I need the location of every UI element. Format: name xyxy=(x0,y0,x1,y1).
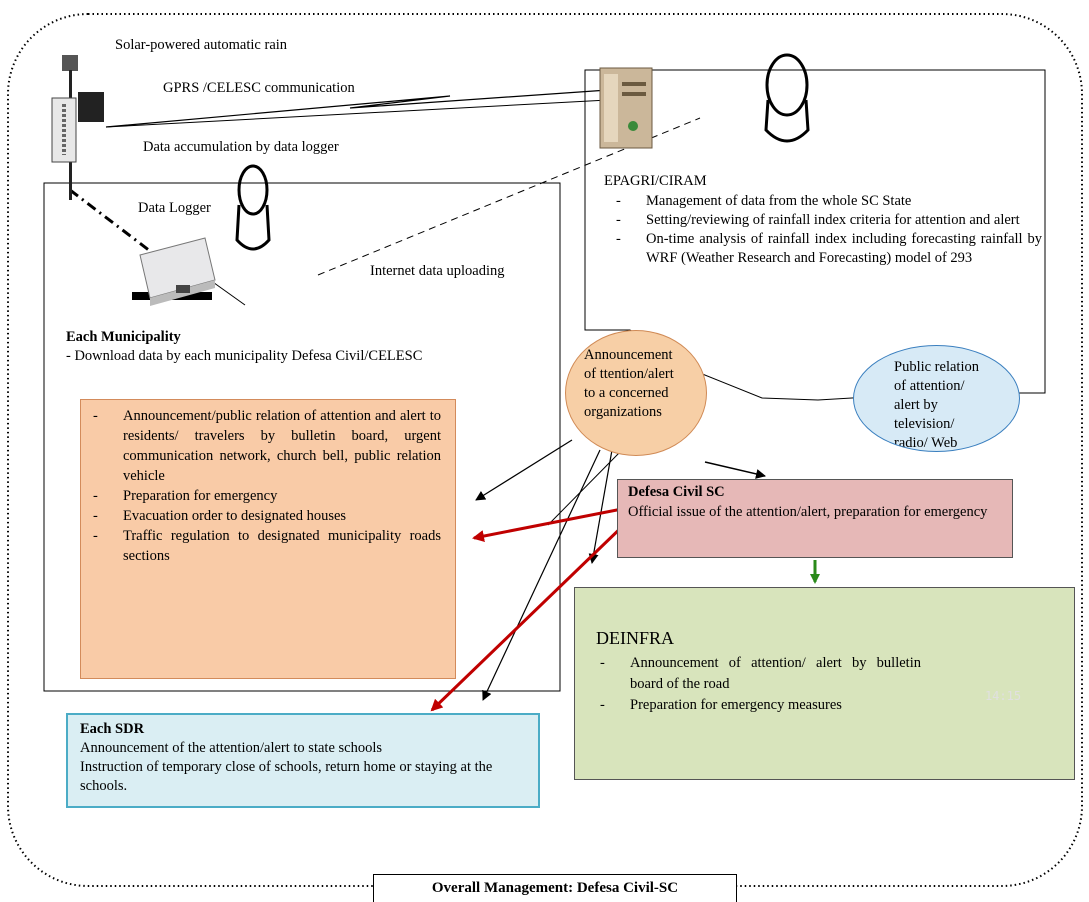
epagri-item: Setting/reviewing of rainfall index crit… xyxy=(612,211,1042,230)
municipality-action-item: Evacuation order to designated houses xyxy=(89,506,441,526)
public-relation-text: Public relation of attention/ alert by t… xyxy=(894,359,979,451)
overall-boundary xyxy=(7,13,1083,887)
municipality-actions-box: Announcement/public relation of attentio… xyxy=(80,399,456,679)
municipality-body: - Download data by each municipality Def… xyxy=(66,348,423,364)
municipality-action-item: Announcement/public relation of attentio… xyxy=(89,406,441,486)
epagri-title: EPAGRI/CIRAM xyxy=(604,173,707,189)
defesa-civil-body: Official issue of the attention/alert, p… xyxy=(628,504,988,520)
logger-connector xyxy=(209,279,246,306)
epagri-item: Management of data from the whole SC Sta… xyxy=(612,192,1042,211)
municipality-action-item: Preparation for emergency xyxy=(89,486,441,506)
person-icon xyxy=(764,53,810,143)
epagri-block: EPAGRI/CIRAM Management of data from the… xyxy=(604,172,1042,268)
announcement-text: Announcement of ttention/alert to a conc… xyxy=(584,347,674,420)
person-icon xyxy=(235,164,271,251)
deinfra-item: Preparation for emergency measures xyxy=(596,695,921,716)
data-logger-icon xyxy=(132,237,216,306)
internet-upload-link xyxy=(317,117,701,276)
sdr-title: Each SDR xyxy=(80,721,145,737)
internet-upload-label: Internet data uploading xyxy=(370,263,505,279)
red-arrow-to-sdr xyxy=(430,520,629,712)
red-arrow-to-municipality xyxy=(472,506,628,542)
road-sign-clock: 14:15 xyxy=(984,689,1022,703)
municipality-title: Each Municipality xyxy=(66,329,181,345)
data-accumulation-label: Data accumulation by data logger xyxy=(143,139,339,155)
municipality-panel xyxy=(43,182,561,692)
deinfra-item: Announcement of attention/ alert by bull… xyxy=(596,653,921,695)
arrow-to-deinfra xyxy=(588,449,613,564)
sdr-line: Instruction of temporary close of school… xyxy=(80,759,493,794)
data-logger-label: Data Logger xyxy=(138,200,211,216)
gprs-label: GPRS /CELESC communication xyxy=(163,80,355,96)
arrow-to-defesa xyxy=(704,461,766,479)
defesa-civil-title: Defesa Civil SC xyxy=(628,484,725,500)
announcement-ellipse xyxy=(565,330,707,456)
deinfra-title: DEINFRA xyxy=(596,628,675,648)
arrow-to-sdr-2 xyxy=(547,451,621,526)
sdr-line: Announcement of the attention/alert to s… xyxy=(80,740,383,756)
municipality-action-item: Traffic regulation to designated municip… xyxy=(89,526,441,566)
gprs-link xyxy=(105,89,609,128)
server-icon xyxy=(599,67,653,149)
arrow-to-municipality xyxy=(475,439,573,501)
solar-station-label: Solar-powered automatic rain xyxy=(115,37,288,53)
rain-station-icon xyxy=(51,55,104,200)
defesa-civil-box: Defesa Civil SC Official issue of the at… xyxy=(617,479,1013,558)
gprs-link-2 xyxy=(105,99,609,128)
deinfra-block: DEINFRA Announcement of attention/ alert… xyxy=(596,627,921,716)
sdr-box: Each SDR Announcement of the attention/a… xyxy=(66,713,540,808)
epagri-item: On-time analysis of rainfall index inclu… xyxy=(612,230,1042,268)
epagri-panel xyxy=(584,69,1046,401)
overall-management-label: Overall Management: Defesa Civil-SC xyxy=(373,874,737,902)
public-relation-ellipse: Public relation of attention/ alert by t… xyxy=(853,345,1020,452)
municipality-block: Each Municipality - Download data by eac… xyxy=(66,328,446,366)
